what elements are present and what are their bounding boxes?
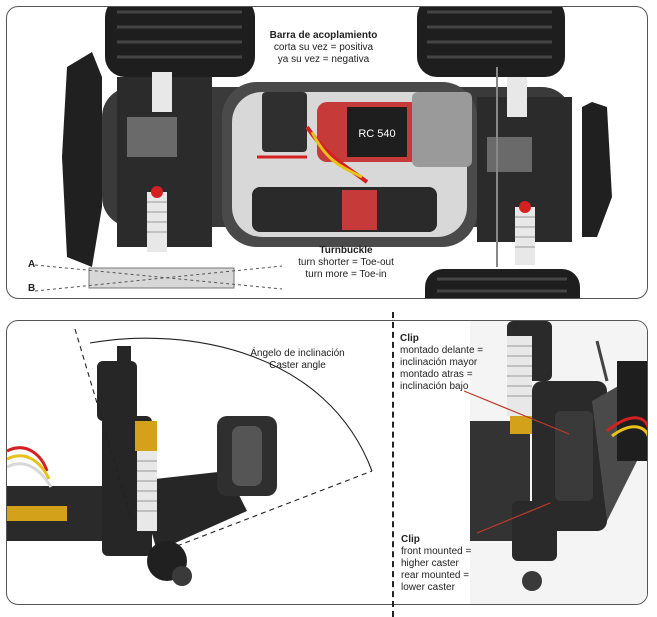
clip-es-line4: inclinación bajo	[400, 381, 469, 392]
clip-shock	[507, 336, 532, 434]
label-b: B	[28, 283, 36, 294]
rear-shock	[515, 201, 535, 265]
tie-rod-title: Barra de acoplamiento	[269, 30, 378, 41]
label-a: A	[28, 259, 36, 270]
clip-es-title: Clip	[400, 333, 419, 344]
wheel-front-left	[105, 7, 255, 77]
clip-en-line1: front mounted =	[401, 546, 472, 557]
callout-line-bottom	[476, 502, 551, 534]
wheel-rear-right	[425, 269, 580, 298]
yellow-wire	[310, 131, 363, 179]
clip-wires	[606, 416, 647, 433]
tie-rod-line1: corta su vez = positiva	[273, 42, 374, 53]
front-bumper	[62, 52, 102, 267]
caster-shock	[135, 421, 157, 531]
caster-angle-label-es: Ángelo de inclinación	[250, 348, 345, 359]
caster-angle-label-en: Caster angle	[269, 360, 326, 371]
turnbuckle-line1: turn shorter = Toe-out	[298, 257, 394, 268]
motor-label: RC 540	[358, 128, 395, 140]
turnbuckle-line2: turn more = Toe-in	[305, 269, 387, 280]
clip-es-line2: inclinación mayor	[400, 357, 478, 368]
clip-en-title: Clip	[401, 534, 420, 545]
clip-en-line2: higher caster	[401, 558, 459, 569]
front-shock	[147, 186, 167, 252]
clip-en-line4: lower caster	[401, 582, 455, 593]
esc-box	[262, 92, 307, 152]
caster-detail-photo	[7, 321, 647, 604]
tie-rod-line2: ya su vez = negativa	[277, 54, 370, 65]
caster-detail-panel: Ángelo de inclinación Caster angle Clip …	[6, 320, 648, 605]
callout-line-top	[463, 390, 570, 435]
chassis-top-view-photo: RC 540	[34, 7, 612, 298]
clip-es-line1: montado delante =	[400, 345, 484, 356]
chassis-top-view-panel: RC 540	[6, 6, 648, 299]
turnbuckle-title: Turnbuckle	[319, 245, 373, 256]
toe-diagram	[34, 264, 283, 292]
wheel-front-right	[417, 7, 565, 77]
panel-divider	[392, 312, 394, 617]
clip-en-line3: rear mounted =	[401, 570, 470, 581]
caster-block-assembly	[97, 346, 277, 586]
rear-bumper	[582, 102, 612, 237]
caster-angle-indicator	[74, 328, 373, 547]
clip-es-line3: montado atras =	[400, 369, 473, 380]
clip-assembly	[507, 321, 647, 591]
